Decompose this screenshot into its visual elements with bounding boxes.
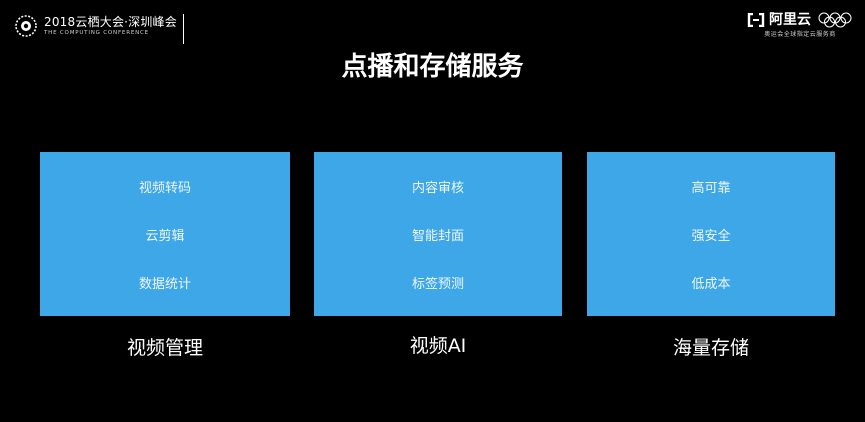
event-title: 2018云栖大会·深圳峰会 xyxy=(44,15,177,29)
event-subtitle: THE COMPUTING CONFERENCE xyxy=(44,30,149,36)
brand-tagline: 奥运会全球指定云服务商 xyxy=(764,31,836,38)
brand-header: 阿里云 奥运会全球指定云服务商 xyxy=(747,12,853,39)
card-video-ai: 内容审核 智能封面 标签预测 xyxy=(314,152,562,316)
card-caption-mass-storage: 海量存储 xyxy=(672,337,749,359)
card-caption-video-ai: 视频AI xyxy=(409,335,467,357)
brand-name: 阿里云 xyxy=(769,12,811,28)
header-divider xyxy=(183,14,184,44)
alibaba-cloud-bracket-icon xyxy=(747,13,765,27)
globe-logo-icon xyxy=(15,15,37,37)
card-item: 智能封面 xyxy=(411,228,464,244)
page-title: 点播和存储服务 xyxy=(341,52,524,82)
card-caption-video-management: 视频管理 xyxy=(126,337,203,359)
card-item: 高可靠 xyxy=(691,180,731,196)
card-item: 强安全 xyxy=(691,228,731,244)
card-item: 云剪辑 xyxy=(145,228,185,244)
olympic-rings-icon xyxy=(818,12,852,28)
event-header: 2018云栖大会·深圳峰会 THE COMPUTING CONFERENCE xyxy=(14,14,177,38)
card-item: 内容审核 xyxy=(411,180,464,196)
card-mass-storage: 高可靠 强安全 低成本 xyxy=(587,152,835,316)
card-video-management: 视频转码 云剪辑 数据统计 xyxy=(40,152,290,316)
card-item: 低成本 xyxy=(691,276,731,292)
card-item: 标签预测 xyxy=(411,276,464,292)
card-item: 数据统计 xyxy=(138,276,191,292)
card-item: 视频转码 xyxy=(138,180,191,196)
